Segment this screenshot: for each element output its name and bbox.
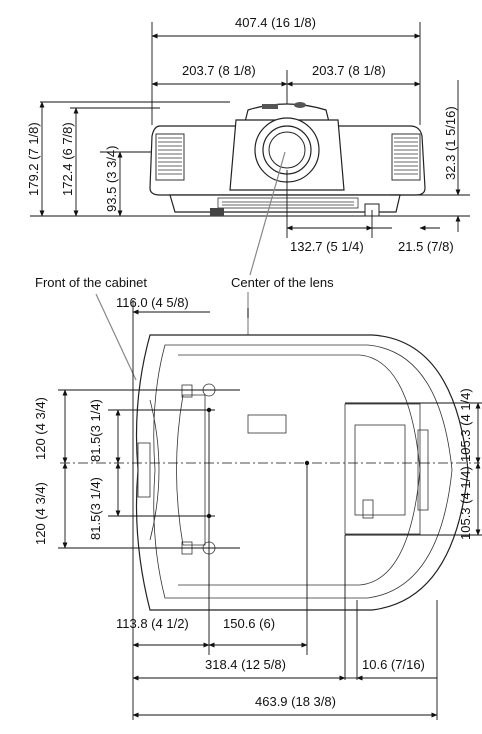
depth-total-label: 463.9 (18 3/8) xyxy=(255,694,336,709)
front-lens-slot xyxy=(137,442,151,498)
depth-main-label: 318.4 (12 5/8) xyxy=(205,657,286,672)
half-right-label: 203.7 (8 1/8) xyxy=(312,63,386,78)
rear-grip xyxy=(417,429,429,511)
lens-center-leader-top xyxy=(249,151,286,276)
front-offset-label: 113.8 (4 1/2) xyxy=(116,616,189,631)
upper-inner-label: 81.5(3 1/4) xyxy=(88,399,103,462)
front-depth-label: 116.0 (4 5/8) xyxy=(116,295,189,310)
cabinet-rib xyxy=(178,469,421,586)
lens-center-label: Center of the lens xyxy=(231,275,334,290)
front-vent-frame xyxy=(176,394,206,546)
cabinet-rib xyxy=(178,354,421,471)
half-left-label: 203.7 (8 1/8) xyxy=(182,63,256,78)
foot-front-left xyxy=(181,384,193,398)
lens-offset-label: 132.7 (5 1/4) xyxy=(290,239,364,254)
rear-panel xyxy=(344,403,421,535)
left-vent-grill xyxy=(155,133,185,181)
lower-inner-label: 81.5(3 1/4) xyxy=(88,477,103,540)
rear-connector-block xyxy=(354,424,406,516)
bottom-view: 116.0 (4 5/8) 120 (4 3/4) 120 xyxy=(33,295,482,720)
rear-connector xyxy=(362,499,374,519)
label-plate xyxy=(247,414,287,434)
height-body-label: 172.4 (6 7/8) xyxy=(60,122,75,196)
lens-height-label: 93.5 (3 3/4) xyxy=(104,146,119,213)
top-button xyxy=(294,102,306,108)
right-vent-grill xyxy=(391,133,421,181)
rear-offset-label: 10.6 (7/16) xyxy=(362,657,425,672)
front-foot-left xyxy=(210,208,224,216)
base-vent xyxy=(217,197,359,209)
width-total-label: 407.4 (16 1/8) xyxy=(235,15,316,30)
right-upper-label: 105.3 (4 1/4) xyxy=(458,388,473,462)
front-view: 407.4 (16 1/8) 203.7 (8 1/8) 203.7 (8 1/… xyxy=(26,15,470,254)
front-cabinet-leader xyxy=(95,293,137,381)
top-button xyxy=(262,104,278,109)
top-offset-label: 32.3 (1 5/16) xyxy=(443,106,458,180)
lower-outer-label: 120 (4 3/4) xyxy=(33,482,48,545)
right-lower-label: 105.3 (4 1/4) xyxy=(458,466,473,540)
height-total-label: 179.2 (7 1/8) xyxy=(26,122,41,196)
cabinet-inner-outline xyxy=(153,344,453,599)
lens-glass xyxy=(268,131,306,169)
front-curve xyxy=(149,399,160,541)
upper-outer-label: 120 (4 3/4) xyxy=(33,397,48,460)
front-cabinet-label: Front of the cabinet xyxy=(35,275,147,290)
foot-offset-label: 21.5 (7/8) xyxy=(398,239,454,254)
foot-spacing-label: 150.6 (6) xyxy=(223,616,275,631)
